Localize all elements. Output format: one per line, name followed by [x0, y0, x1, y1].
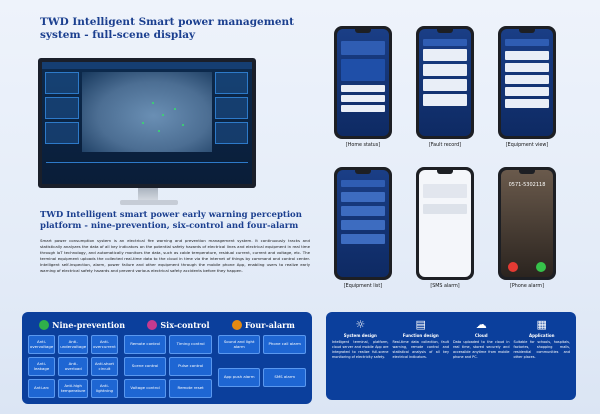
phone-call-alarm: 0571-5302118: [498, 167, 556, 280]
feature-function-design: ▤ Function design Real-time data collect…: [393, 317, 450, 395]
monitor-base: [120, 200, 178, 205]
list-item: Anti-leakage: [28, 357, 56, 376]
dashboard-panel: [215, 97, 248, 119]
six-control-heading: Six-control: [147, 319, 210, 330]
protection-panel: Nine-prevention Six-control Four-alarm A…: [22, 312, 312, 404]
list-item: Anti-short circuit: [91, 357, 118, 376]
call-number: 0571-5302118: [508, 182, 546, 188]
cloud-icon: ☁: [475, 317, 487, 331]
caption-equipment-view: [Equipment view]: [505, 143, 549, 148]
intro-paragraph: Smart power consumption system is an ele…: [40, 238, 310, 274]
map-marker: [174, 108, 176, 110]
phone-equipment-list: [334, 167, 392, 280]
map-marker: [162, 114, 164, 116]
dashboard-panel: [45, 97, 79, 119]
feature-cloud: ☁ Cloud Data uploaded to the cloud in re…: [453, 317, 510, 395]
list-item: Voltage control: [123, 379, 167, 398]
list-item: Anti-lightning: [91, 379, 118, 398]
sun-icon: ☼: [355, 317, 366, 331]
four-alarm-list: Sound and light alarm Phone call alarm A…: [217, 335, 306, 398]
caption-phone-alarm: [Phone alarm]: [510, 284, 544, 289]
list-item: Anti-undervoltage: [58, 335, 89, 354]
list-item: Scene control: [123, 357, 167, 376]
nine-prevention-label: Nine-prevention: [52, 319, 126, 330]
feature-title: Cloud: [474, 333, 488, 338]
feature-title: Function design: [402, 333, 439, 338]
dashboard-panel: [215, 122, 248, 144]
dashboard-screen: [42, 62, 252, 184]
map-marker: [142, 122, 144, 124]
caption-equipment-list: [Equipment list]: [343, 284, 383, 289]
four-alarm-heading: Four-alarm: [231, 319, 295, 330]
list-item: Anti-arc: [28, 379, 56, 398]
six-control-list: Remote control Timing control Scene cont…: [123, 335, 212, 398]
dashboard-panel: [45, 72, 79, 94]
list-item: Remote reset: [169, 379, 212, 398]
phone-home-status: [334, 26, 392, 139]
feature-title: System design: [343, 333, 377, 338]
feature-system-design: ☼ System design Intelligent terminal, pl…: [332, 317, 389, 395]
dashboard-trend-chart: [46, 162, 248, 180]
six-control-icon: [147, 319, 158, 330]
list-item: Sound and light alarm: [217, 335, 261, 354]
phone-equipment-view: [498, 26, 556, 139]
accept-call-icon: [536, 262, 546, 272]
list-item: Phone call alarm: [263, 335, 306, 354]
caption-home-status: [Home status]: [345, 143, 381, 148]
feature-text: Real-time data collection, fault warning…: [392, 340, 450, 359]
map-marker: [182, 124, 184, 126]
list-item: Remote control: [123, 335, 167, 354]
list-item: Anti-overload: [58, 357, 89, 376]
monitor-stand: [138, 188, 158, 202]
list-item: Anti-overvoltage: [28, 335, 56, 354]
title-main: TWD Intelligent Smart power management s…: [40, 16, 295, 41]
china-map: [82, 72, 212, 152]
feature-text: Data uploaded to the cloud in real time,…: [453, 340, 510, 359]
title-platform: TWD Intelligent smart power early warnin…: [40, 210, 302, 231]
feature-title: Application: [528, 333, 555, 338]
list-item: App push alarm: [217, 368, 261, 387]
feature-text: Intelligent terminal, platform, cloud se…: [332, 340, 389, 359]
decline-call-icon: [508, 262, 518, 272]
grid-icon: ▦: [536, 317, 547, 331]
list-item: Anti-high temperature: [58, 379, 89, 398]
list-item: Anti-overcurrent: [91, 335, 118, 354]
nine-prevention-icon: [39, 319, 50, 330]
caption-sms-alarm: [SMS alarm]: [430, 284, 460, 289]
dashboard-monitor: [38, 58, 256, 188]
dashboard-panel: [45, 122, 79, 144]
dashboard-panel: [215, 72, 248, 94]
phone-sms-alarm: [416, 167, 474, 280]
list-item: Pulse control: [169, 357, 212, 376]
map-marker: [152, 102, 154, 104]
phone-fault-record: [416, 26, 474, 139]
nine-prevention-list: Anti-overvoltage Anti-undervoltage Anti-…: [28, 335, 118, 398]
feature-text: Suitable for schools, hospitals, factori…: [513, 340, 571, 359]
dashboard-topbar: [42, 62, 252, 69]
book-icon: ▤: [415, 317, 426, 331]
four-alarm-icon: [231, 319, 242, 330]
map-marker: [158, 130, 160, 132]
list-item: Timing control: [169, 335, 212, 354]
features-panel: ☼ System design Intelligent terminal, pl…: [326, 312, 576, 400]
list-item: SMS alarm: [263, 368, 306, 387]
nine-prevention-heading: Nine-prevention: [39, 319, 126, 330]
caption-fault-record: [Fault record]: [428, 143, 462, 148]
four-alarm-label: Four-alarm: [244, 319, 295, 330]
six-control-label: Six-control: [160, 319, 210, 330]
feature-application: ▦ Application Suitable for schools, hosp…: [514, 317, 571, 395]
